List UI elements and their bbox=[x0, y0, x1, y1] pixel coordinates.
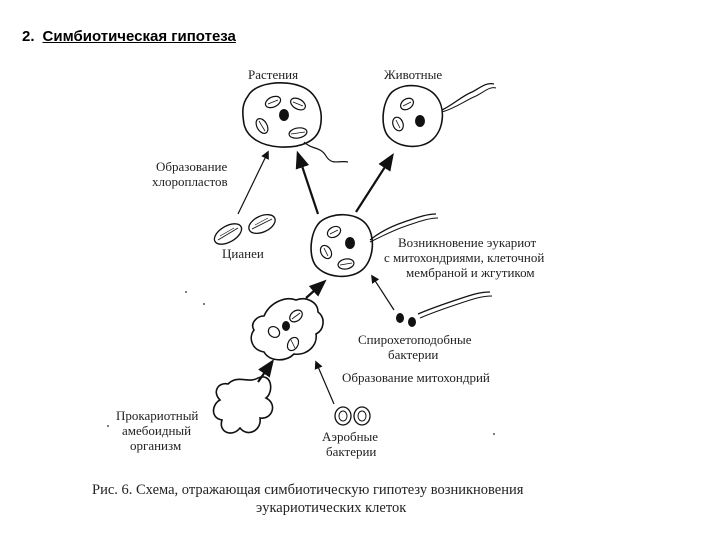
arrow-prokaryote-to-amoeboid bbox=[257, 359, 275, 383]
label-prokaryote-3: организм bbox=[130, 438, 181, 453]
slide-number: 2. bbox=[22, 28, 35, 45]
arrow-eukaryote-to-plant bbox=[295, 150, 320, 215]
speck bbox=[107, 425, 109, 427]
arrow-cyano-to-plant bbox=[237, 150, 269, 215]
label-eukaryote-origin-3: мембраной и жгутиком bbox=[406, 265, 535, 280]
speck bbox=[493, 433, 495, 435]
arrow-amoeboid-to-eukaryote bbox=[305, 279, 327, 299]
arrow-eukaryote-to-animal bbox=[355, 153, 394, 213]
label-aerobic-bacteria-1: Аэробные bbox=[322, 429, 378, 444]
slide-title: 2. Симбиотическая гипотеза bbox=[22, 28, 236, 45]
figure-caption-line-1: Рис. 6. Схема, отражающая симбиотическую… bbox=[92, 482, 524, 498]
arrow-aerobic-to-amoeboid bbox=[314, 360, 335, 405]
label-spirochetes-1: Спирохетоподобные bbox=[358, 332, 472, 347]
label-cyanobacteria: Цианеи bbox=[222, 246, 264, 261]
figure-caption-line-2: эукариотических клеток bbox=[256, 500, 407, 516]
label-prokaryote-1: Прокариотный bbox=[116, 408, 198, 423]
label-plants: Растения bbox=[248, 67, 298, 82]
eukaryote-cell bbox=[310, 213, 439, 278]
label-chloroplast-formation-2: хлоропластов bbox=[152, 174, 228, 189]
speck bbox=[185, 291, 187, 293]
label-mitochondria-formation: Образование митохондрий bbox=[342, 370, 490, 385]
aerobic-bacteria bbox=[334, 406, 371, 426]
label-eukaryote-origin-1: Возникновение эукариот bbox=[398, 235, 537, 250]
cyanobacteria bbox=[213, 213, 276, 245]
label-chloroplast-formation-1: Образование bbox=[156, 159, 227, 174]
label-animals: Животные bbox=[384, 67, 442, 82]
label-eukaryote-origin-2: с митохондриями, клеточной bbox=[384, 250, 544, 265]
label-spirochetes-2: бактерии bbox=[388, 347, 438, 362]
arrow-spirochete-to-eukaryote bbox=[371, 274, 395, 311]
spirochete-bacteria bbox=[396, 291, 493, 327]
amoeboid-host-cell bbox=[250, 297, 324, 361]
prokaryote-amoeba bbox=[212, 376, 274, 434]
plant-cell bbox=[242, 82, 349, 163]
label-aerobic-bacteria-2: бактерии bbox=[326, 444, 376, 459]
speck bbox=[203, 303, 205, 305]
animal-cell bbox=[382, 82, 497, 148]
slide-title-text: Симбиотическая гипотеза bbox=[42, 28, 236, 45]
label-prokaryote-2: амебоидный bbox=[122, 423, 191, 438]
